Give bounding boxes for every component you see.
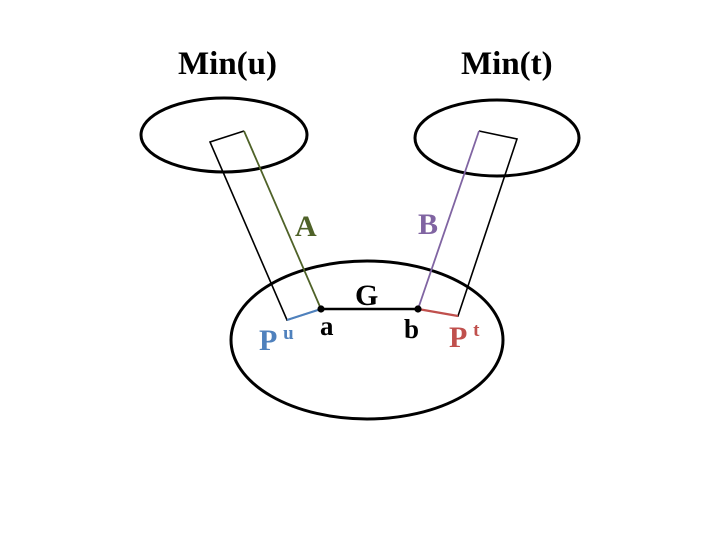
min-u-label: Min(u)	[178, 46, 277, 82]
pt-label: P t	[449, 320, 480, 354]
path-a-line	[243, 130, 322, 310]
pu-segment	[286, 307, 322, 322]
path-b-line	[417, 130, 480, 310]
pt-label-base: P	[449, 321, 467, 354]
min-t-ellipse	[413, 98, 581, 178]
vertex-a-dot	[317, 305, 325, 313]
vertex-b-dot	[414, 305, 422, 313]
vertex-b-label: b	[404, 314, 419, 344]
pt-segment	[417, 307, 459, 318]
pu-label-superscript: u	[283, 323, 294, 344]
vertex-a-label: a	[320, 311, 334, 341]
path-a-label: A	[295, 210, 317, 243]
g-edge-label: G	[355, 279, 378, 312]
min-u-ellipse	[139, 96, 309, 174]
main-ellipse	[229, 259, 505, 421]
pu-label-base: P	[259, 324, 277, 357]
path-b-label: B	[418, 208, 438, 241]
pu-label: P u	[259, 323, 294, 357]
pt-label-superscript: t	[473, 320, 480, 341]
min-t-label: Min(t)	[461, 46, 553, 82]
